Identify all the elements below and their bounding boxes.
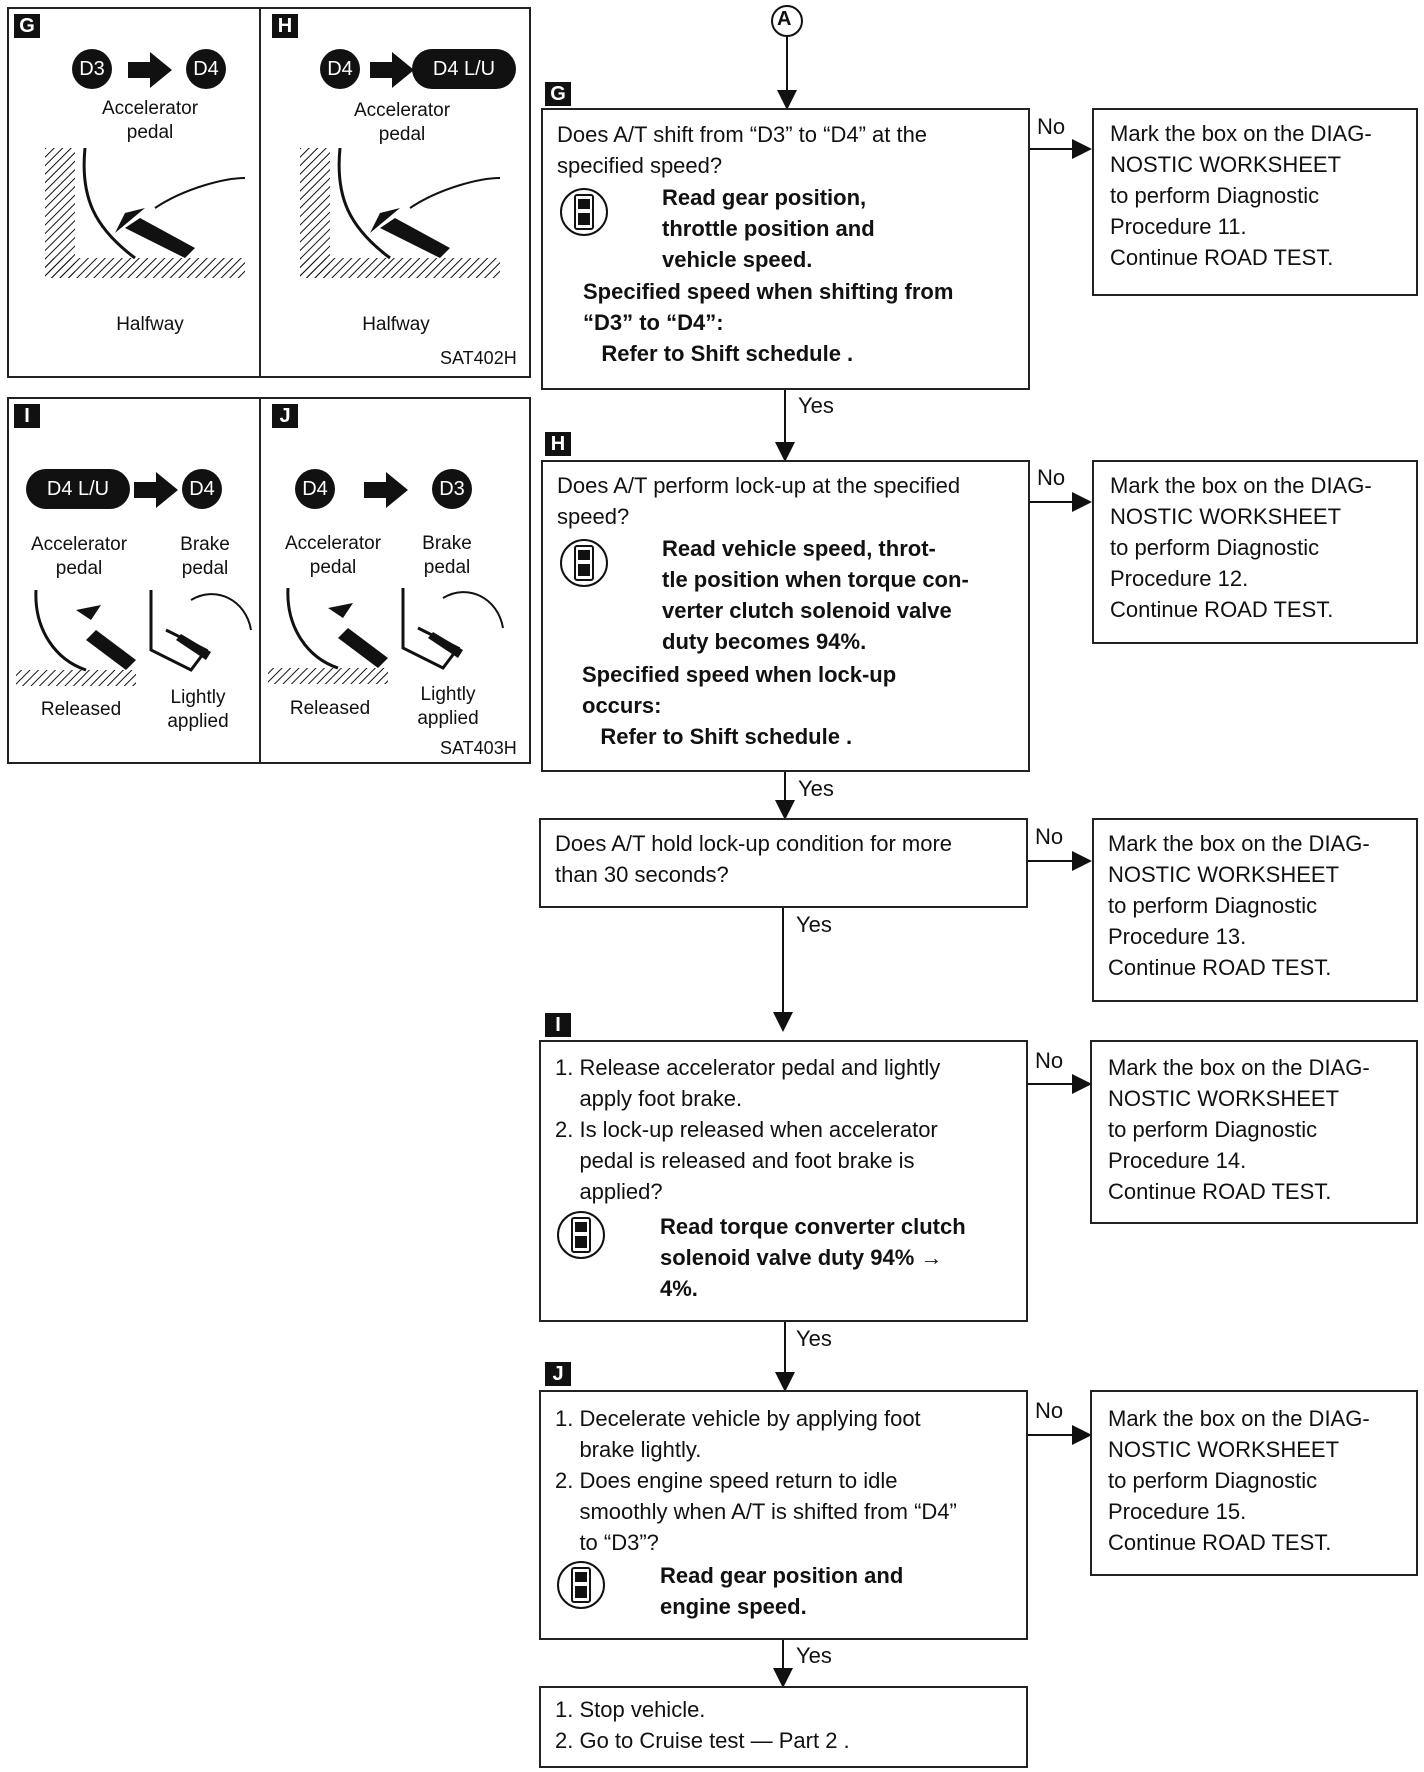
consult-monitor-icon [560, 188, 608, 236]
gear-d4-badge: D4 [320, 49, 360, 89]
figure-tag-j: J [272, 404, 298, 428]
no-result-text: Mark the box on the DIAG- NOSTIC WORKSHE… [1110, 473, 1372, 622]
released-caption: Released [40, 699, 122, 720]
yes-label: Yes [798, 776, 834, 801]
figure-caption: Halfway [116, 314, 184, 335]
step-tag-j: J [545, 1362, 571, 1386]
accelerator-pedal-label: Accelerator pedal [284, 533, 382, 578]
gear-d3-badge: D3 [432, 469, 472, 509]
monitor-instruction: Read vehicle speed, throt- tle position … [662, 536, 969, 654]
consult-monitor-icon [557, 1211, 605, 1259]
accelerator-pedal-label: Accelerator pedal [30, 534, 128, 579]
figure-code: SAT402H [440, 348, 517, 368]
consult-monitor-icon [557, 1561, 605, 1609]
no-result-text: Mark the box on the DIAG- NOSTIC WORKSHE… [1108, 831, 1370, 980]
step-i-box [539, 1040, 1028, 1322]
no-label: No [1037, 465, 1066, 490]
step-tag-i: I [545, 1013, 571, 1037]
gear-d4-lockup-badge: D4 L/U [412, 49, 516, 89]
figure-code: SAT403H [440, 738, 517, 758]
arrow-right-icon [134, 472, 178, 508]
arrow-right-icon [364, 472, 408, 508]
monitor-instruction: Read torque converter clutch solenoid va… [660, 1214, 966, 1301]
monitor-instruction: Read gear position, throttle position an… [662, 185, 875, 272]
arrow-right-icon [128, 52, 172, 88]
gear-d4-badge: D4 [295, 469, 335, 509]
no-result-box-11 [1092, 108, 1418, 296]
yes-label: Yes [796, 1326, 832, 1351]
yes-label: Yes [798, 393, 834, 418]
step-tag-h: H [545, 432, 571, 456]
no-label: No [1035, 824, 1064, 849]
figure-divider [259, 397, 261, 764]
step-question: Does A/T perform lock-up at the specifie… [557, 473, 961, 529]
step-question: 1. Decelerate vehicle by applying foot b… [555, 1406, 957, 1555]
step-question: 1. Release accelerator pedal and lightly… [555, 1055, 941, 1204]
yes-label: Yes [796, 912, 832, 937]
no-result-box-12 [1092, 460, 1418, 644]
step-question: 1. Stop vehicle. 2. Go to Cruise test — … [555, 1697, 850, 1753]
gear-d3-badge: D3 [72, 49, 112, 89]
figure-caption: Halfway [362, 314, 430, 335]
no-result-box-14 [1090, 1040, 1418, 1224]
step-question: Does A/T shift from “D3” to “D4” at the … [557, 122, 928, 178]
figure-tag-i: I [14, 404, 40, 428]
figure-panel-ij [7, 397, 531, 764]
lightly-applied-caption: Lightly applied [417, 684, 479, 729]
final-step-box [539, 1686, 1028, 1768]
brake-pedal-label: Brake pedal [422, 533, 472, 578]
no-result-box-15 [1090, 1390, 1418, 1576]
released-caption: Released [289, 698, 371, 719]
no-result-text: Mark the box on the DIAG- NOSTIC WORKSHE… [1108, 1406, 1370, 1555]
gear-d4-badge: D4 [186, 49, 226, 89]
step-j-box [539, 1390, 1028, 1640]
specified-speed-note: Specified speed when shifting from “D3” … [583, 279, 954, 366]
no-result-box-13 [1092, 818, 1418, 1002]
gear-d4-lockup-badge: D4 L/U [26, 469, 130, 509]
pedal-release-brake-illustration [268, 588, 504, 684]
pedal-halfway-illustration [300, 148, 500, 278]
lightly-applied-caption: Lightly applied [167, 687, 229, 732]
accelerator-pedal-label: Accelerator pedal [353, 100, 451, 145]
step-tag-g: G [545, 82, 571, 106]
no-result-text: Mark the box on the DIAG- NOSTIC WORKSHE… [1108, 1055, 1370, 1204]
step-h-box [541, 460, 1030, 772]
no-label: No [1035, 1048, 1064, 1073]
gear-d4-badge: D4 [182, 469, 222, 509]
pedal-release-brake-illustration [16, 590, 252, 686]
connector-label: A [777, 8, 792, 30]
step-g-box [541, 108, 1030, 390]
brake-pedal-label: Brake pedal [180, 534, 230, 579]
figure-tag-h: H [272, 14, 298, 38]
step-hold-lockup-box [539, 818, 1028, 908]
yes-label: Yes [796, 1643, 832, 1668]
step-question: Does A/T hold lock-up condition for more… [555, 831, 953, 887]
no-label: No [1035, 1398, 1064, 1423]
no-label: No [1037, 114, 1066, 139]
consult-monitor-icon [560, 539, 608, 587]
monitor-instruction: Read gear position and engine speed. [660, 1563, 904, 1619]
pedal-halfway-illustration [45, 148, 245, 278]
figure-divider [259, 7, 261, 378]
arrow-right-icon [370, 52, 414, 88]
no-result-text: Mark the box on the DIAG- NOSTIC WORKSHE… [1110, 121, 1372, 270]
accelerator-pedal-label: Accelerator pedal [101, 98, 199, 143]
figure-tag-g: G [14, 14, 40, 38]
specified-speed-note: Specified speed when lock-up occurs: Ref… [582, 662, 897, 749]
